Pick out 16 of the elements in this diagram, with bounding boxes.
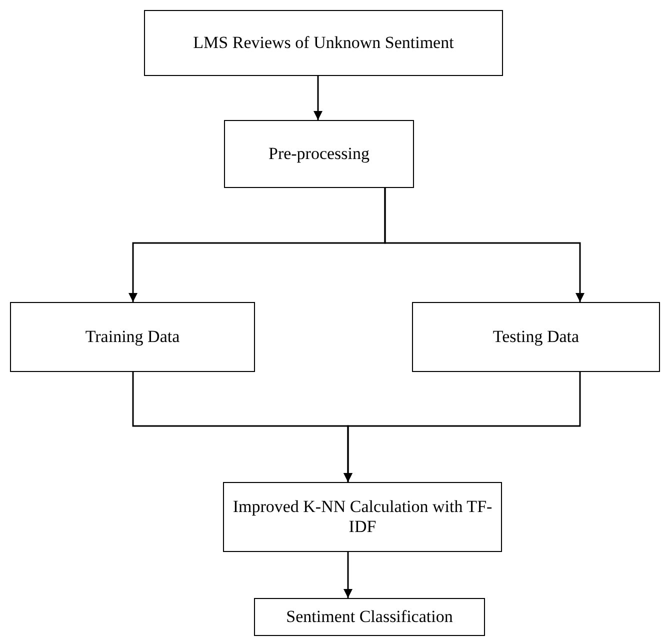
box-label: Testing Data [492, 326, 580, 348]
process-box [223, 482, 502, 552]
box-label: LMS Reviews of Unknown Sentiment [193, 32, 454, 54]
box-label: Sentiment Classification [286, 606, 453, 628]
process-box [144, 10, 503, 76]
box-label: Improved K-NN Calculation with TF-IDF [232, 496, 494, 538]
arrow [344, 552, 352, 598]
arrow [344, 372, 581, 482]
arrow [314, 76, 322, 120]
box-label: Training Data [85, 326, 180, 348]
arrow [384, 188, 584, 302]
process-box [10, 302, 255, 372]
process-box [254, 598, 485, 636]
process-box [224, 120, 414, 188]
process-box [412, 302, 660, 372]
box-label: Pre-processing [268, 144, 370, 164]
